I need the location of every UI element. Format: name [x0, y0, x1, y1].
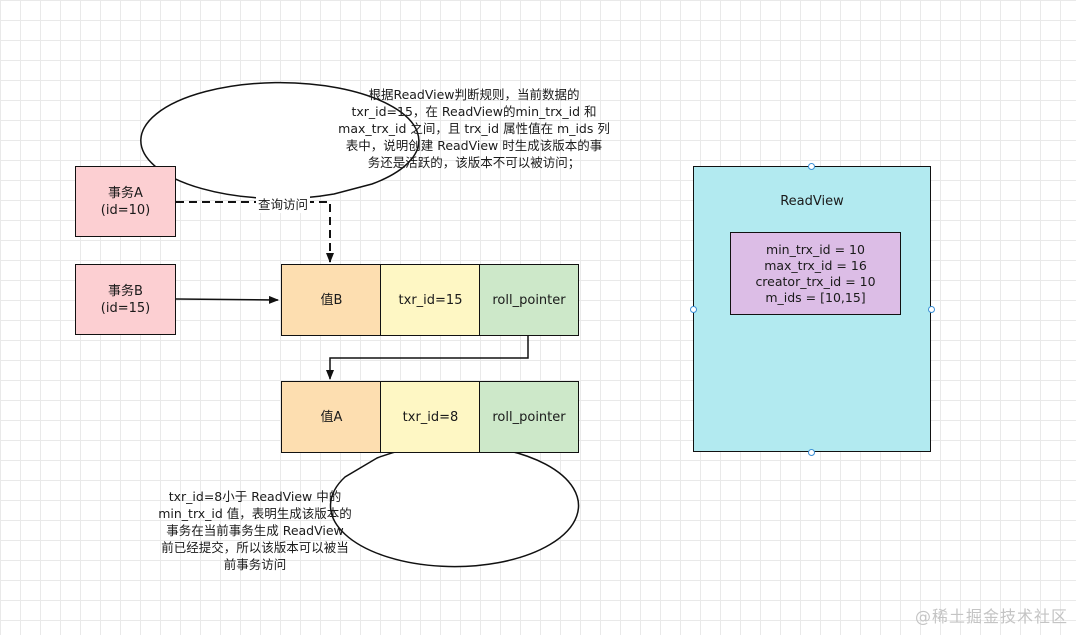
callout-bottom-line: 前事务访问: [223, 557, 287, 572]
version-a-pointer-cell: roll_pointer: [479, 381, 579, 453]
transaction-b-box: 事务B (id=15): [75, 264, 176, 335]
callout-bottom-line: 前已经提交，所以该版本可以被当: [161, 540, 349, 555]
transaction-b-id: (id=15): [100, 300, 151, 316]
callout-top-line: 根据ReadView判断规则，当前数据的: [368, 87, 580, 102]
transaction-a-name: 事务A: [108, 185, 143, 201]
callout-bottom-text: txr_id=8小于 ReadView 中的 min_trx_id 值，表明生成…: [140, 488, 370, 573]
readview-field-m-ids: m_ids = [10,15]: [765, 289, 866, 305]
readview-field-min-trx-id: min_trx_id = 10: [766, 241, 865, 257]
readview-panel: ReadView min_trx_id = 10 max_trx_id = 16…: [693, 166, 931, 452]
watermark: @稀土掘金技术社区: [914, 607, 1068, 626]
txn-b-edge: [175, 295, 279, 304]
selection-handle-right[interactable]: [928, 306, 935, 313]
callout-bottom-line: min_trx_id 值，表明生成该版本的: [158, 506, 352, 521]
version-b-pointer-cell: roll_pointer: [479, 264, 579, 336]
callout-top-text: 根据ReadView判断规则，当前数据的 txr_id=15，在 ReadVie…: [334, 86, 614, 171]
selection-handle-bottom[interactable]: [808, 449, 815, 456]
transaction-b-name: 事务B: [108, 283, 143, 299]
version-b-value-cell: 值B: [281, 264, 382, 336]
callout-top-line: 表中，说明创建 ReadView 时生成该版本的事: [345, 138, 603, 153]
selection-handle-top[interactable]: [808, 163, 815, 170]
callout-top-line: 务还是活跃的，该版本不可以被访问；: [367, 155, 581, 170]
transaction-a-id: (id=10): [100, 202, 151, 218]
query-edge-label: 查询访问: [256, 194, 311, 213]
version-a-value-cell: 值A: [281, 381, 382, 453]
callout-top-bubble: [140, 81, 420, 200]
readview-field-creator-trx-id: creator_trx_id = 10: [755, 273, 876, 289]
callout-top-line: max_trx_id 之间，且 trx_id 属性值在 m_ids 列: [338, 121, 610, 136]
callout-top-line: txr_id=15，在 ReadView的min_trx_id 和: [351, 104, 597, 119]
readview-field-max-trx-id: max_trx_id = 16: [764, 257, 867, 273]
callout-bottom-line: txr_id=8小于 ReadView 中的: [168, 489, 342, 504]
selection-handle-left[interactable]: [690, 306, 697, 313]
version-b-trx-cell: txr_id=15: [380, 264, 481, 336]
readview-fields-box: min_trx_id = 10 max_trx_id = 16 creator_…: [730, 232, 901, 315]
roll-pointer-edge: [326, 336, 529, 380]
version-a-trx-cell: txr_id=8: [380, 381, 481, 453]
transaction-a-box: 事务A (id=10): [75, 166, 176, 237]
callout-bottom-line: 事务在当前事务生成 ReadView: [166, 523, 344, 538]
readview-title: ReadView: [780, 194, 844, 209]
